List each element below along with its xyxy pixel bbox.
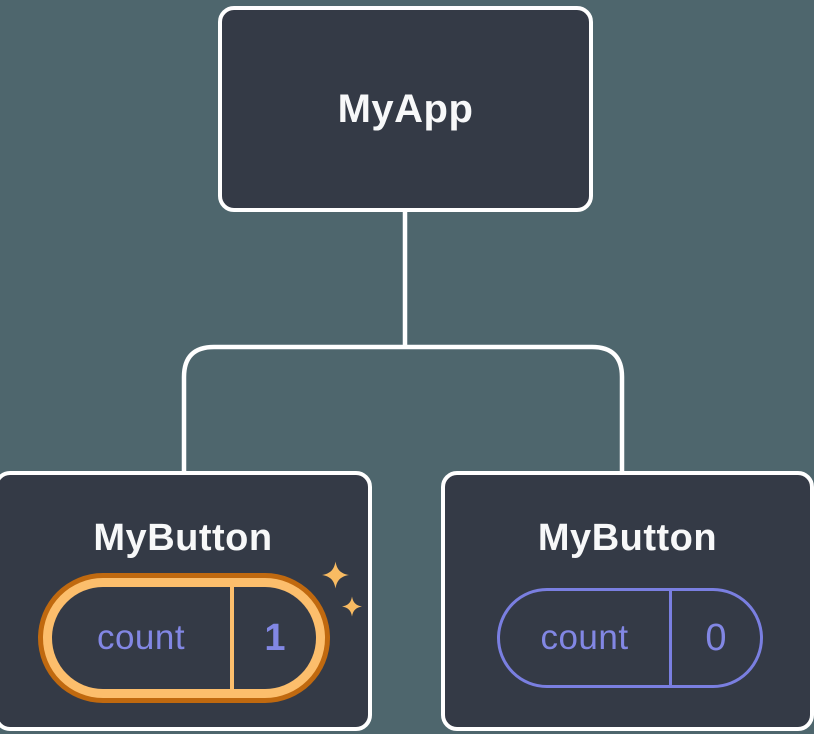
node-mybutton-left-label: MyButton (93, 517, 273, 559)
state-value: 0 (705, 616, 727, 659)
node-mybutton-right-label: MyButton (537, 517, 718, 559)
state-pill-body: count 1 (52, 587, 316, 689)
state-value: 1 (264, 616, 286, 659)
sparkle-icon-large (322, 561, 349, 589)
node-myapp-label: MyApp (337, 86, 474, 131)
node-mybutton-right: MyButton count 0 (441, 471, 814, 731)
state-name-cell: count (500, 591, 669, 685)
node-myapp: MyApp (218, 6, 593, 212)
state-pill-plain: count 0 (497, 588, 763, 688)
state-value-cell: 0 (672, 591, 760, 685)
node-mybutton-left: MyButton count 1 (0, 471, 372, 731)
state-name-label: count (96, 618, 186, 657)
state-name-cell: count (52, 587, 230, 689)
state-name-label: count (540, 618, 629, 657)
pill-divider (669, 591, 672, 685)
pill-divider (230, 587, 234, 689)
state-value-cell: 1 (234, 587, 316, 689)
state-pill-highlighted: count 1 (38, 573, 330, 703)
sparkle-icon-small (342, 596, 362, 617)
